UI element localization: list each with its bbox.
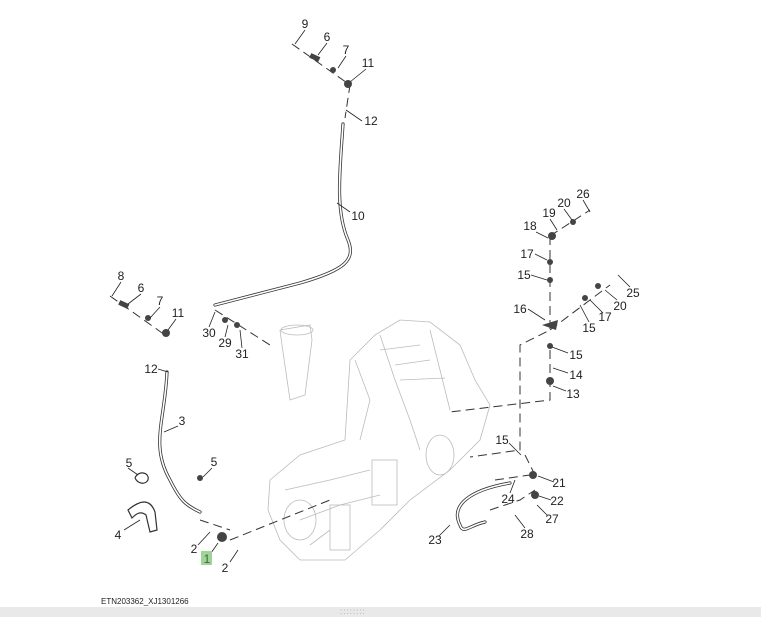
highlighted-callout-box (201, 551, 212, 565)
callout-5[interactable]: 5 (211, 455, 218, 469)
callout-31[interactable]: 31 (235, 347, 249, 361)
assembly-lines (109, 43, 611, 541)
callout-6[interactable]: 6 (324, 30, 331, 44)
callout-15[interactable]: 15 (517, 268, 531, 282)
callout-20[interactable]: 20 (613, 299, 627, 313)
callout-9[interactable]: 9 (302, 17, 309, 31)
callout-labels: 9 6 7 11 12 10 8 6 7 11 12 3 30 29 31 5 … (115, 17, 640, 575)
callout-1-highlighted[interactable]: 1 (204, 552, 211, 566)
callout-2[interactable]: 2 (191, 542, 198, 556)
callout-28[interactable]: 28 (520, 527, 534, 541)
callout-23[interactable]: 23 (428, 533, 442, 547)
callout-17[interactable]: 17 (598, 310, 612, 324)
callout-8[interactable]: 8 (118, 269, 125, 283)
callout-17[interactable]: 17 (520, 247, 534, 261)
callout-7[interactable]: 7 (343, 43, 350, 57)
callout-11[interactable]: 11 (172, 306, 185, 320)
fittings (118, 53, 601, 542)
callout-13[interactable]: 13 (566, 387, 580, 401)
callout-21[interactable]: 21 (552, 476, 566, 490)
callout-7[interactable]: 7 (157, 294, 164, 308)
callout-27[interactable]: 27 (545, 512, 559, 526)
callout-20[interactable]: 20 (557, 196, 571, 210)
callout-12[interactable]: 12 (144, 362, 158, 376)
callout-3[interactable]: 3 (179, 414, 186, 428)
callout-18[interactable]: 18 (523, 219, 537, 233)
callout-2[interactable]: 2 (222, 561, 229, 575)
callout-10[interactable]: 10 (351, 209, 365, 223)
callout-22[interactable]: 22 (550, 494, 564, 508)
callout-15[interactable]: 15 (582, 321, 596, 335)
callout-16[interactable]: 16 (513, 302, 527, 316)
callout-14[interactable]: 14 (569, 368, 583, 382)
callout-15[interactable]: 15 (569, 348, 583, 362)
callout-5[interactable]: 5 (126, 456, 133, 470)
resize-handle-bar[interactable]: :::::::: (0, 607, 761, 617)
callout-29[interactable]: 29 (218, 336, 232, 350)
callout-30[interactable]: 30 (202, 326, 216, 340)
hose-10 (213, 122, 352, 307)
hose-24 (455, 481, 512, 531)
engine-transmission-drawing (267, 319, 491, 561)
callout-24[interactable]: 24 (501, 492, 515, 506)
grip-handle-icon[interactable]: :::::::: (340, 607, 366, 616)
hose-3 (158, 370, 202, 514)
image-id: ETN203362_XJ1301266 (101, 597, 189, 606)
hose-4 (127, 472, 158, 533)
callout-26[interactable]: 26 (576, 187, 590, 201)
callout-25[interactable]: 25 (626, 286, 640, 300)
callout-12[interactable]: 12 (364, 114, 378, 128)
callout-19[interactable]: 19 (542, 206, 556, 220)
callout-11[interactable]: 11 (362, 56, 375, 70)
callout-6[interactable]: 6 (138, 281, 145, 295)
callout-4[interactable]: 4 (115, 528, 122, 542)
callout-15[interactable]: 15 (495, 433, 509, 447)
leader-lines (111, 29, 631, 563)
